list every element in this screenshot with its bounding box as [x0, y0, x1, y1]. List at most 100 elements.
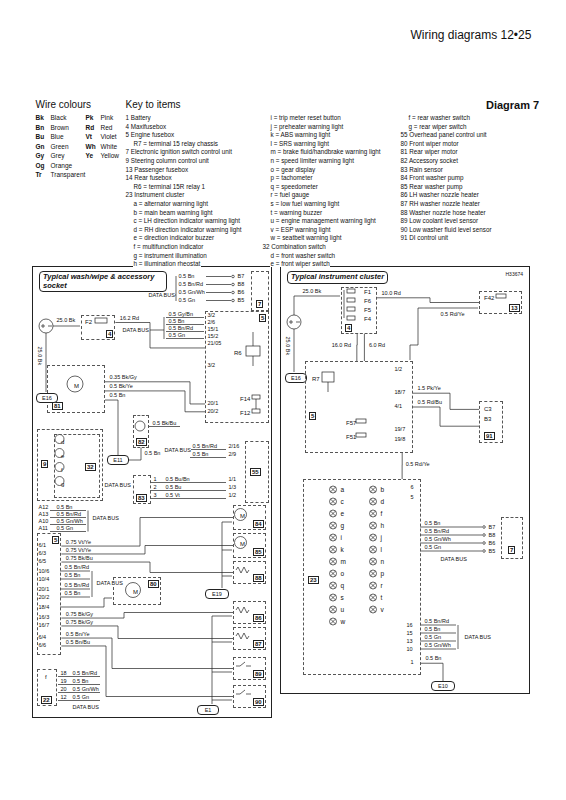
- component-box: 32defg: [54, 434, 100, 498]
- warning-light-symbol: [330, 510, 337, 517]
- key-item: 91 DI control unit: [400, 234, 449, 241]
- warning-light-symbol: [330, 546, 337, 553]
- callout-number: 81: [52, 402, 63, 410]
- component-text: F4: [364, 316, 371, 322]
- wire-label: DATA BUS: [72, 704, 99, 710]
- component-box: 90: [233, 685, 266, 708]
- component-text: F51: [346, 434, 356, 440]
- wire-label: 0.5 Gn: [424, 544, 442, 550]
- callout-number: 7: [508, 546, 515, 554]
- wire-label: 0.5 Vt: [165, 492, 180, 498]
- wire: [61, 646, 233, 697]
- wire-label: 18: [60, 670, 67, 676]
- wire-label: 6/5: [38, 558, 47, 564]
- wire-label: 0.5 Gn: [56, 525, 74, 531]
- key-item: r = fuel gauge: [270, 191, 310, 198]
- key-item: 13 Passenger fusebox: [125, 166, 189, 173]
- component-box: 7: [501, 517, 523, 559]
- wire-label: B5: [237, 297, 245, 303]
- component-box: 86: [233, 601, 266, 624]
- callout-number: 90: [253, 698, 264, 706]
- wire: [212, 616, 232, 704]
- component-box: 83: [133, 475, 151, 504]
- key-item: v = ESP warning light: [270, 226, 331, 233]
- key-item: 81 Rear wiper motor: [400, 148, 458, 155]
- component-text: C3: [484, 406, 492, 412]
- callout-number: 4: [345, 324, 352, 332]
- warning-light-symbol: [371, 523, 376, 528]
- wire-label: 0.5 Bn: [109, 392, 126, 398]
- warning-light-symbol: [330, 570, 337, 577]
- wire-label: 0.5 Bu/Bn: [165, 476, 190, 482]
- component-text: B3: [484, 416, 491, 422]
- callout-number: 5: [259, 314, 266, 322]
- wire-label: DATA BUS: [148, 292, 175, 298]
- wire: [222, 522, 232, 588]
- key-item: 83 Rain sensor: [400, 166, 443, 173]
- warning-light-symbol: [331, 535, 336, 540]
- colour-name: Blue: [50, 133, 64, 140]
- wire-label: 15/2: [207, 333, 219, 339]
- wire-label: 4/1: [394, 403, 403, 409]
- warning-light-symbol: [330, 582, 337, 589]
- key-item: o = gear display: [270, 166, 316, 173]
- earth-point: E11: [107, 455, 129, 465]
- wire-label: 0.5 Gn: [424, 634, 442, 640]
- wire: [58, 677, 100, 701]
- pin-terminal: [483, 534, 486, 537]
- component-text: M: [240, 513, 245, 519]
- warning-letter: m: [340, 558, 346, 565]
- wire-label: 19/8: [394, 436, 406, 442]
- warning-light-symbol: [330, 618, 337, 625]
- wire-label: 0.5 Bn: [424, 626, 441, 632]
- component-text: f: [61, 467, 63, 473]
- warning-light-symbol: [371, 487, 376, 492]
- wire-label: 0.5 Bn: [178, 273, 195, 279]
- key-item: g = rear wiper switch: [408, 123, 467, 130]
- wire-label: 10/4: [38, 576, 50, 582]
- wire: [60, 571, 112, 607]
- wire-label: 16/3: [38, 614, 50, 620]
- warning-letter: d: [380, 498, 385, 505]
- warning-letter: p: [380, 570, 385, 577]
- callout-number: 91: [484, 432, 495, 440]
- warning-light-symbol: [370, 534, 377, 541]
- component-text: F2: [85, 319, 92, 325]
- wire-label: 0.5 Bn: [424, 520, 441, 526]
- wire-label: A10: [38, 518, 49, 524]
- wire-label: 0.5 Bn/Rd: [64, 564, 89, 570]
- component-text: d: [61, 439, 64, 445]
- wire-label: 0.5 Gn: [168, 332, 186, 338]
- key-item: 14 Rear fusebox: [125, 174, 172, 181]
- wire: [190, 450, 226, 458]
- key-item: R6 = terminal 15R relay 1: [133, 183, 206, 190]
- warning-letter: f: [380, 510, 383, 517]
- panel-title: Typical instrument cluster: [287, 271, 388, 284]
- wire-label: 6.0 Rd: [368, 342, 385, 348]
- section-heading: Key to items: [125, 99, 181, 111]
- pin-terminal: [232, 275, 235, 278]
- warning-light-symbol: [330, 486, 337, 493]
- wire-label: B6: [488, 540, 496, 546]
- key-item: 88 Washer nozzle hose heater: [400, 209, 486, 216]
- colour-name: White: [100, 143, 118, 150]
- key-item: 84 Front washer pump: [400, 174, 464, 181]
- wire-label: 20/1: [207, 400, 219, 406]
- wire-label: 0.35 Bk/Gy: [109, 374, 137, 380]
- wire: [105, 382, 205, 404]
- pin-terminal: [483, 550, 486, 553]
- colour-code: Wh: [85, 143, 96, 150]
- wire-label: A12: [38, 504, 49, 510]
- colour-code: Og: [35, 162, 45, 169]
- warning-light-symbol: [371, 607, 376, 612]
- wire: [50, 511, 88, 532]
- wire-label: 0.5 Bn: [72, 678, 89, 684]
- callout-number: 84: [253, 520, 264, 528]
- wire-label: 25.0 Bk: [56, 317, 76, 323]
- warning-letter: e: [340, 510, 345, 517]
- wire-label: 6/4: [38, 634, 47, 640]
- wire-label: 0.5 Bn: [64, 590, 81, 596]
- callout-number: 7: [256, 300, 263, 308]
- wire-label: 25.0 Bk: [302, 288, 322, 294]
- wire: [420, 527, 482, 551]
